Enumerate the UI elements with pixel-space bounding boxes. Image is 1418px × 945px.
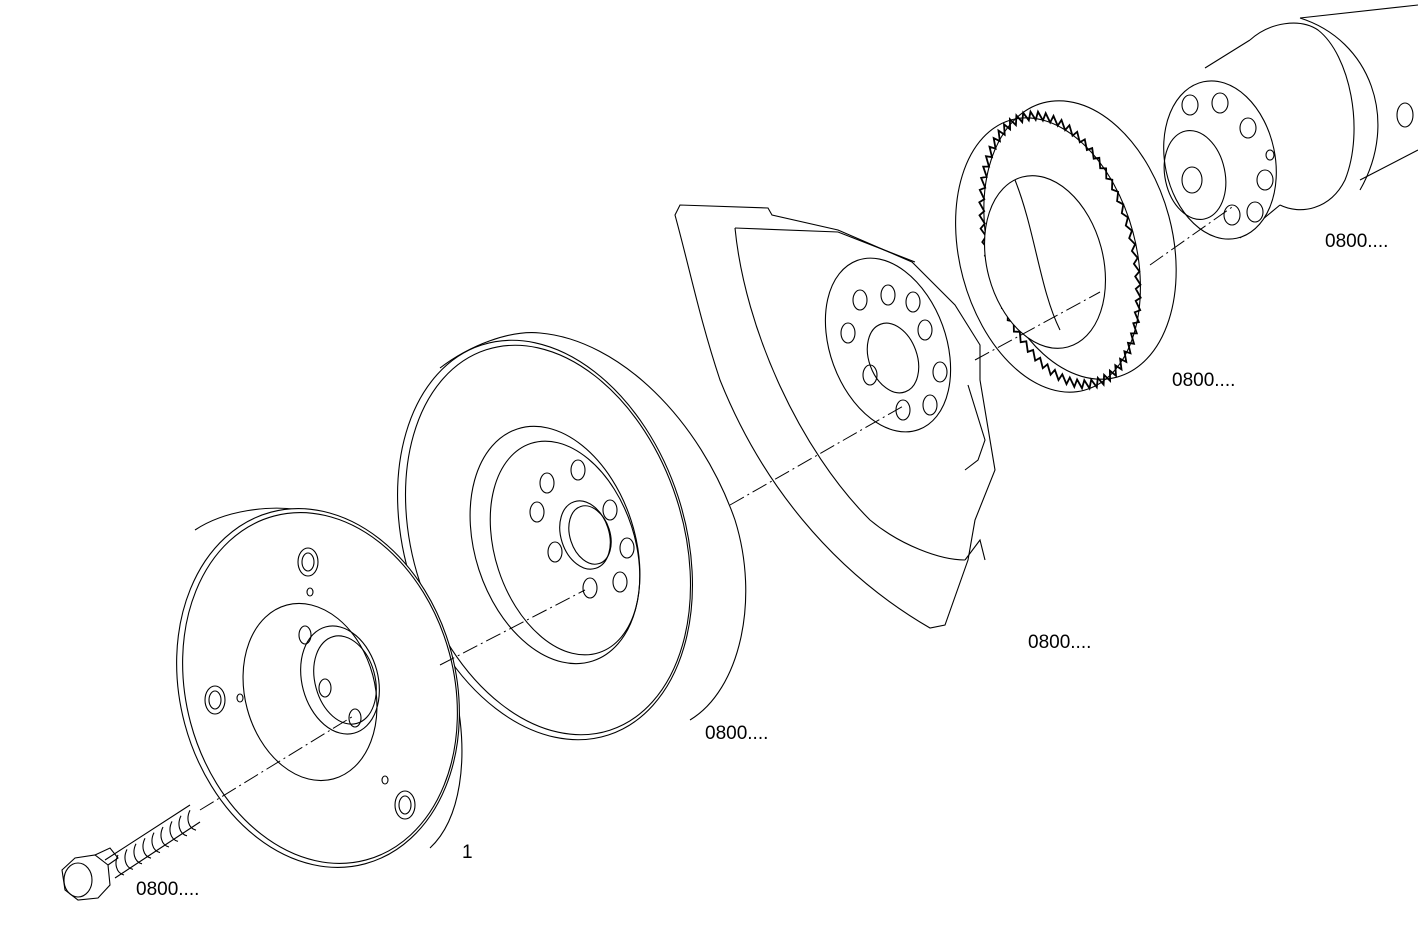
cover-bolt-holes (840, 284, 948, 421)
label-pulley-position[interactable]: 1 (462, 842, 473, 863)
crankshaft-hub[interactable] (1150, 4, 1418, 250)
label-gear[interactable]: 0800.... (1172, 370, 1235, 391)
front-cover[interactable] (674, 204, 996, 629)
bolt[interactable] (61, 804, 201, 901)
assembly-axis (199, 204, 1236, 811)
damper-bolt-holes (529, 459, 635, 599)
hub-bolt-holes (1181, 92, 1275, 226)
vibration-damper[interactable] (349, 302, 747, 778)
label-hub[interactable]: 0800.... (1325, 231, 1388, 252)
label-damper[interactable]: 0800.... (705, 723, 768, 744)
pulley-holes (204, 547, 416, 820)
label-cover[interactable]: 0800.... (1028, 632, 1091, 653)
pulley[interactable] (138, 476, 499, 899)
label-bolt[interactable]: 0800.... (136, 879, 199, 900)
